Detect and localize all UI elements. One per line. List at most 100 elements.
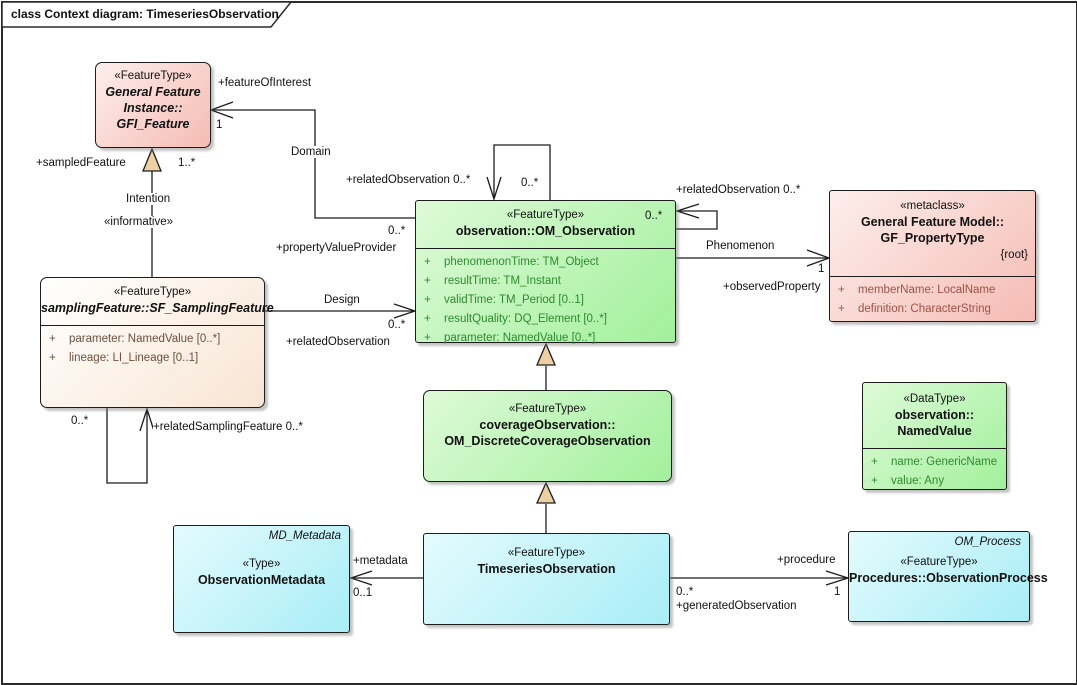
attribute-text: phenomenonTime: TM_Object (444, 256, 599, 268)
class-name: NamedValue (897, 424, 972, 438)
multiplicity-label: 0..* (521, 177, 539, 189)
parent-class-label: MD_Metadata (268, 530, 341, 542)
attribute-text: parameter: NamedValue [0..*] (444, 332, 596, 344)
multiplicity-label: 0..* (388, 319, 406, 331)
open-arrowhead-icon (674, 203, 700, 219)
triangle-arrowhead-icon (536, 342, 556, 366)
class-timeseriesobservation[interactable]: «FeatureType» TimeseriesObservation (423, 533, 670, 625)
role-label-relatedobservation-right: +relatedObservation 0..* (676, 184, 801, 196)
connector-generalization-ts-dco (535, 481, 557, 533)
stereotype-label: «FeatureType» (900, 556, 978, 568)
class-name: OM_DiscreteCoverageObservation (444, 434, 651, 448)
connector-intention-association (142, 147, 162, 277)
multiplicity-label: 1 (216, 119, 223, 131)
connector-relatedobservation-right-loop (674, 203, 718, 230)
connector-relatedsamplingfeature-loop (106, 406, 155, 484)
attribute-row: + phenomenonTime: TM_Object (416, 253, 675, 272)
role-label-generatedobservation: +generatedObservation (676, 600, 797, 612)
attribute-text: resultTime: TM_Instant (444, 275, 561, 287)
attribute-text: lineage: LI_Lineage [0..1] (69, 352, 199, 364)
multiplicity-label: 0..1 (353, 587, 373, 599)
role-label-sampledfeature: +sampledFeature (36, 157, 126, 169)
visibility: + (424, 294, 431, 306)
stereotype-label: «FeatureType» (506, 209, 585, 221)
class-gfi-feature[interactable]: «FeatureType» General Feature Instance::… (95, 62, 211, 148)
role-label-relatedobservation-design: +relatedObservation (286, 336, 390, 348)
class-namedvalue[interactable]: «DataType» observation:: NamedValue + na… (862, 382, 1007, 490)
stereotype-label-informative: «informative» (104, 216, 174, 228)
association-name-domain: Domain (291, 146, 331, 158)
visibility: + (871, 475, 878, 487)
attribute-row: + resultTime: TM_Instant (416, 272, 675, 291)
role-label-metadata: +metadata (353, 555, 408, 567)
attribute-text: validTime: TM_Period [0..1] (444, 294, 584, 306)
stereotype-label: «DataType» (903, 393, 966, 405)
attribute-row: + memberName: LocalName (830, 281, 1035, 300)
multiplicity-label: 1..* (178, 157, 196, 169)
connector-design-association (265, 303, 418, 319)
role-label-featureofinterest: +featureOfInterest (218, 77, 312, 89)
class-name: Instance:: (123, 101, 183, 115)
visibility: + (838, 303, 845, 315)
connector-metadata-association (348, 570, 423, 586)
class-sf-samplingfeature[interactable]: «FeatureType» samplingFeature::SF_Sampli… (40, 277, 274, 408)
multiplicity-label: 0..* (388, 225, 406, 237)
attribute-row: + lineage: LI_Lineage [0..1] (41, 349, 264, 368)
multiplicity-label: 0..* (71, 415, 89, 427)
class-om-discretecoverageobservation[interactable]: «FeatureType» coverageObservation:: OM_D… (423, 390, 672, 482)
visibility: + (838, 284, 845, 296)
frame-title-tab (1, 1, 293, 28)
visibility: + (871, 456, 878, 468)
multiplicity-label: 0..* (676, 586, 694, 598)
attribute-text: resultQuality: DQ_Element [0..*] (444, 313, 607, 325)
visibility: + (424, 332, 431, 344)
role-label-procedure: +procedure (777, 554, 836, 566)
triangle-arrowhead-icon (142, 147, 162, 172)
visibility: + (424, 275, 431, 287)
stereotype-label: «FeatureType» (508, 403, 587, 415)
attribute-text: name: GenericName (891, 456, 998, 468)
attribute-row: + name: GenericName (863, 453, 1006, 472)
class-observationmetadata[interactable]: MD_Metadata «Type» ObservationMetadata (173, 525, 350, 633)
stereotype-label: «Type» (242, 558, 281, 570)
role-label-propertyvalueprovider: +propertyValueProvider (276, 242, 397, 254)
parent-class-label: OM_Process (954, 536, 1021, 548)
class-observationprocess[interactable]: OM_Process «FeatureType» Procedures::Obs… (848, 531, 1048, 622)
visibility: + (49, 352, 56, 364)
attribute-row: + resultQuality: DQ_Element [0..*] (416, 310, 675, 329)
role-label-observedproperty: +observedProperty (723, 281, 821, 293)
attribute-row: + definition: CharacterString (830, 300, 1035, 319)
class-om-observation[interactable]: «FeatureType» observation::OM_Observatio… (415, 200, 676, 344)
class-name: TimeseriesObservation (477, 562, 616, 576)
connector-domain-association (209, 101, 415, 219)
multiplicity-label: 1 (834, 586, 841, 598)
role-label-relatedsamplingfeature: +relatedSamplingFeature 0..* (153, 421, 303, 433)
connector-procedure-association (670, 570, 851, 586)
connector-line (676, 210, 718, 230)
connector-relatedobservation-top-loop (486, 144, 551, 202)
class-name: GF_PropertyType (880, 231, 985, 245)
stereotype-label: «FeatureType» (113, 286, 192, 298)
multiplicity-label: 1 (818, 263, 825, 275)
class-name: observation::OM_Observation (455, 224, 636, 238)
connector-line (211, 109, 415, 219)
attribute-row: + value: Any (863, 472, 1006, 491)
class-name: General Feature (105, 85, 201, 99)
association-name-phenomenon: Phenomenon (706, 240, 775, 252)
association-name-intention: Intention (126, 193, 171, 205)
root-tag: {root} (1000, 249, 1029, 261)
class-name: GFI_Feature (116, 117, 190, 131)
class-gf-propertytype[interactable]: «metaclass» General Feature Model:: GF_P… (829, 190, 1036, 322)
visibility: + (49, 333, 56, 345)
role-label-relatedobservation-top: +relatedObservation 0..* (346, 174, 471, 186)
attribute-row: + parameter: NamedValue [0..*] (416, 329, 675, 348)
connector-generalization-dco-om (536, 342, 556, 390)
class-name: samplingFeature::SF_SamplingFeature (41, 301, 274, 315)
triangle-arrowhead-icon (535, 481, 557, 504)
class-name: ObservationMetadata (197, 573, 326, 587)
open-arrowhead-icon (486, 176, 502, 202)
class-name: coverageObservation:: (479, 418, 616, 432)
open-arrowhead-icon (348, 570, 373, 586)
stereotype-label: «metaclass» (900, 200, 965, 212)
class-name: observation:: (894, 408, 975, 422)
